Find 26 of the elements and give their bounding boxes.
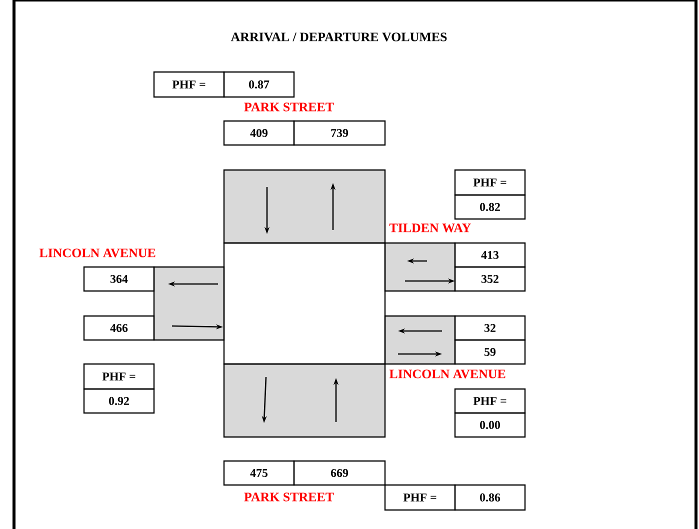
value-cell: 466 <box>83 315 155 341</box>
value-cell: PHF = <box>83 363 155 390</box>
value-cell: 669 <box>293 460 386 486</box>
value-cell: 475 <box>223 460 295 486</box>
street-name: TILDEN WAY <box>389 224 471 232</box>
value-cell: 409 <box>223 120 295 146</box>
value-cell: 59 <box>454 339 526 365</box>
value-cell: 739 <box>293 120 386 146</box>
street-name: LINCOLN AVENUE <box>39 248 156 258</box>
value-cell: 352 <box>454 266 526 292</box>
value-cell: PHF = <box>454 169 526 196</box>
street-name: LINCOLN AVENUE <box>389 370 506 378</box>
value-cell: 364 <box>83 266 155 292</box>
value-cell: 0.82 <box>454 194 526 220</box>
value-cell: 32 <box>454 315 526 341</box>
value-cell: 0.87 <box>223 71 295 98</box>
value-cell: 0.00 <box>454 412 526 438</box>
value-cell: 0.86 <box>454 484 526 511</box>
value-cell: PHF = <box>384 484 456 511</box>
value-cell: 0.92 <box>83 388 155 414</box>
value-cell: 413 <box>454 242 526 268</box>
value-cell: PHF = <box>153 71 225 98</box>
street-name: PARK STREET <box>244 102 334 112</box>
street-name: PARK STREET <box>244 492 334 502</box>
title: ARRIVAL / DEPARTURE VOLUMES <box>230 32 447 42</box>
value-cell: PHF = <box>454 388 526 414</box>
